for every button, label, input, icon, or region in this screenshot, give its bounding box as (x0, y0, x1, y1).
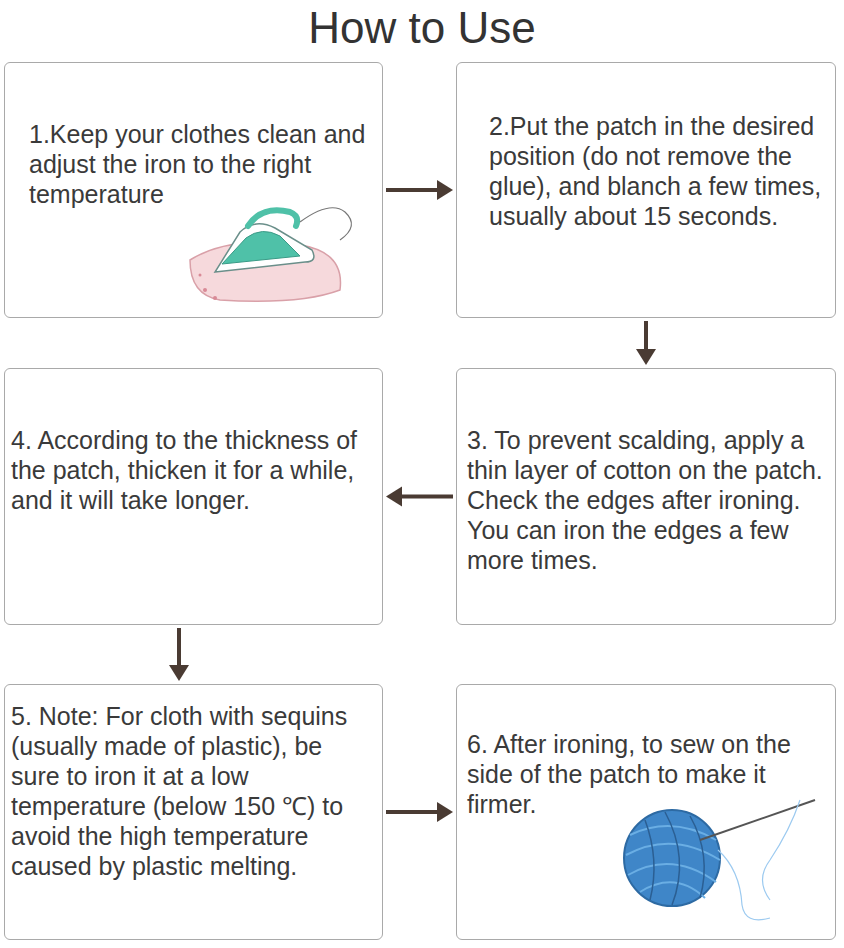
step-text: 1.Keep your clothes clean and adjust the… (29, 119, 374, 209)
step-text: 5. Note: For cloth with sequins (usually… (11, 701, 377, 881)
step-text: 2.Put the patch in the desired position … (489, 111, 834, 231)
step-box: 2.Put the patch in the desired position … (456, 62, 836, 318)
diagram-title: How to Use (0, 2, 844, 54)
flow-arrow (386, 487, 453, 507)
flow-arrow (386, 802, 453, 822)
step-box: 1.Keep your clothes clean and adjust the… (4, 62, 383, 318)
step-text: 3. To prevent scalding, apply a thin lay… (467, 425, 831, 575)
step-box: 6. After ironing, to sew on the side of … (456, 684, 836, 940)
iron-illustration (190, 208, 351, 301)
flow-arrow (636, 321, 656, 365)
step-text: 6. After ironing, to sew on the side of … (467, 729, 827, 819)
step-box: 3. To prevent scalding, apply a thin lay… (456, 368, 836, 625)
step-box: 5. Note: For cloth with sequins (usually… (4, 684, 383, 940)
flow-arrow (169, 628, 189, 681)
flow-arrow (386, 180, 453, 200)
step-box: 4. According to the thickness of the pat… (4, 368, 383, 625)
yarn-ball-illustration (624, 800, 815, 920)
step-text: 4. According to the thickness of the pat… (11, 425, 377, 515)
